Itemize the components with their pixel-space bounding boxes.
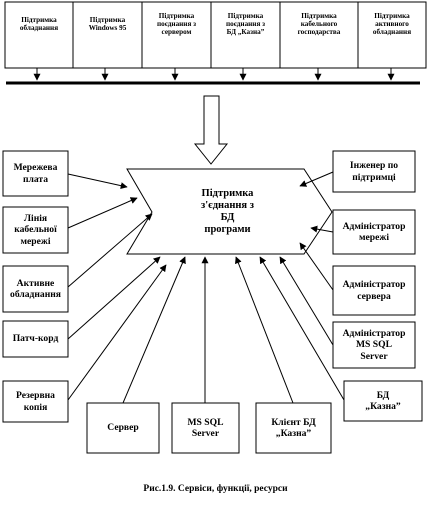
top-label-2: Підтримка Windows 95 [88,15,127,32]
center-label: Підтримка з'єднання з БД програми [201,187,254,236]
left-label-4: Патч-корд [12,333,59,345]
right-label-1: Інженер по підтримці [349,160,399,183]
left-boxes [2,150,69,423]
arrow-bottom-3 [235,256,294,404]
right-box-3 [332,265,416,316]
right-box-2 [332,209,416,255]
right-box-1 [332,150,416,193]
arrow-left-4 [67,256,161,340]
right-boxes [332,150,423,422]
top-label-3: Підтримка поєднання з сервером [156,11,197,37]
top-label-1: Підтримка обладнання [19,15,59,32]
top-arrows [33,68,395,81]
arrow-left-3 [67,213,153,288]
left-box-5 [2,380,69,423]
bottom-box-3 [255,402,332,454]
arrow-right-4 [279,256,334,346]
right-box-5 [343,380,423,422]
figure-caption: Рис.1.9. Сервіси, функції, ресурси [143,484,288,494]
top-label-6: Підтримка активного обладнання [372,11,412,37]
arrow-bottom-1 [122,256,186,404]
connector-arrows [67,171,345,404]
arrow-left-1 [67,173,128,190]
top-box-1 [4,1,74,69]
bottom-boxes [86,402,332,454]
left-box-1 [2,150,69,197]
top-label-4: Підтримка поєднання з БД „Казна” [225,11,266,37]
arrow-left-5 [67,264,167,401]
top-box-5 [279,1,359,69]
right-label-5: БД „Казна” [365,389,401,412]
arrow-right-5 [259,256,345,401]
top-box-3 [141,1,212,69]
arrow-right-3 [299,242,334,291]
arrow-right-1 [299,171,334,187]
top-label-5: Підтримка кабельного господарства [297,11,341,37]
bottom-box-1 [86,402,160,454]
bottom-box-2 [171,402,240,454]
center-shape [126,168,333,255]
left-label-2: Лінія кабельної мережі [14,213,57,247]
arrow-right-2 [310,225,334,233]
right-label-4: Адміністратор MS SQL Server [342,328,406,362]
left-label-5: Резервна копія [16,390,55,413]
arrow-left-2 [67,197,138,229]
left-label-1: Мережева плата [13,162,58,185]
right-label-2: Адміністратор мережі [342,220,406,243]
bottom-label-3: Клієнт БД „Казна” [271,416,316,439]
left-box-4 [2,320,69,358]
left-box-3 [2,265,69,313]
top-box-2 [72,1,143,69]
hollow-down-arrow [193,95,229,165]
top-box-6 [357,1,427,69]
left-box-2 [2,206,69,254]
top-box-4 [210,1,281,69]
top-row [4,1,427,69]
right-label-3: Адміністратор сервера [342,279,406,302]
right-box-4 [332,321,416,369]
bottom-label-1: Сервер [107,422,139,434]
left-label-3: Активне обладнання [10,277,61,300]
bottom-label-2: MS SQL Server [187,416,224,439]
